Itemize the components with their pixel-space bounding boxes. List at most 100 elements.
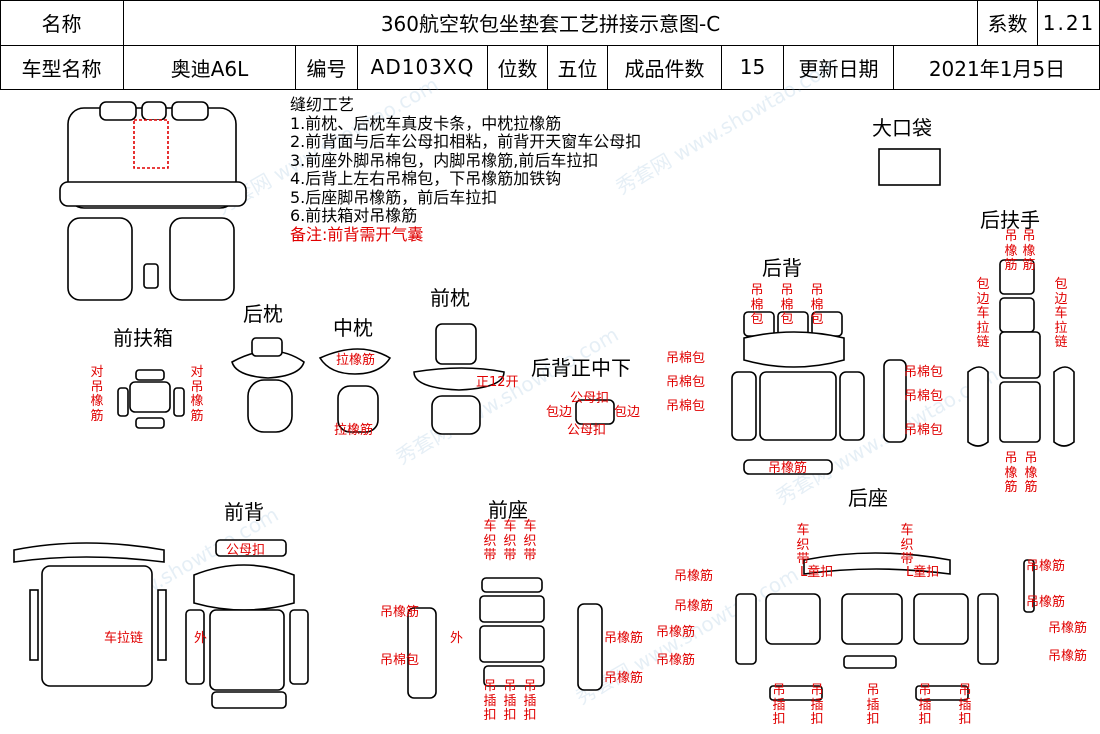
part-title-mid-pillow: 中枕 <box>333 316 373 340</box>
center-wrap-edge: 包边 <box>614 405 641 420</box>
code-label: 编号 <box>296 45 358 89</box>
center-snap: 公母扣 <box>570 391 610 406</box>
mid-pillow-pull-elastic: 拉橡筋 <box>334 423 374 438</box>
model-label: 车型名称 <box>0 45 124 89</box>
part-title-front-pillow: 前枕 <box>430 286 470 310</box>
part-title-rear-pillow: 后枕 <box>243 302 283 326</box>
rear-back-shapes <box>731 311 907 475</box>
rear-seat-hang-buckle: 吊插扣 <box>866 683 880 727</box>
front-seat-hang-elastic: 吊橡筋 <box>380 605 420 620</box>
note-remark: 备注:前背需开气囊 <box>290 224 424 244</box>
note-line: 1.前枕、后枕车真皮卡条，中枕拉橡筋 <box>290 113 562 133</box>
part-title-rear-seat: 后座 <box>848 486 888 510</box>
part-title-front-seat: 前座 <box>488 498 528 522</box>
note-line: 6.前扶箱对吊橡筋 <box>290 206 418 225</box>
seats-label: 位数 <box>488 45 548 89</box>
part-title-rear-armrest: 后扶手 <box>980 208 1040 232</box>
armrest-hang-elastic: 吊橡筋 <box>1004 229 1018 273</box>
sheet-title: 360航空软包坐垫套工艺拼接示意图-C <box>124 0 978 45</box>
note-line: 5.后座脚吊橡筋，前后车拉扣 <box>290 187 498 207</box>
rear-pillow-shapes <box>231 337 305 433</box>
rear-seat-shapes <box>735 552 1035 701</box>
rear-back-hang-cotton: 吊棉包 <box>904 423 944 438</box>
note-line: 2.前背面与后车公母扣相粘，前背开天窗车公母扣 <box>290 132 642 151</box>
date-label: 更新日期 <box>784 45 894 89</box>
rear-back-hang-cotton: 吊棉包 <box>666 399 706 414</box>
rear-seat-hang-elastic: 吊橡筋 <box>674 599 714 614</box>
rear-armrest-shapes <box>967 259 1075 447</box>
rear-seat-hang-elastic: 吊橡筋 <box>1048 649 1088 664</box>
sewing-notes: 缝纫工艺 1.前枕、后枕车真皮卡条，中枕拉橡筋 2.前背面与后车公母扣相粘，前背… <box>290 95 642 244</box>
coef-label: 系数 <box>978 0 1038 45</box>
code-value: AD103XQ <box>358 45 488 89</box>
part-title-front-back: 前背 <box>224 500 264 524</box>
note-line: 3.前座外脚吊棉包，内脚吊橡筋,前后车拉扣 <box>290 150 599 170</box>
rear-back-hang-cotton: 吊棉包 <box>750 283 764 327</box>
rear-back-hang-cotton: 吊棉包 <box>780 283 794 327</box>
rear-seat-hang-elastic: 吊橡筋 <box>1048 621 1088 636</box>
front-seat-band: 车织带 <box>503 519 517 563</box>
armrest-zip-edge: 包边车拉链 <box>976 277 990 350</box>
armrest-hang-elastic: 吊橡筋 <box>1004 451 1018 495</box>
front-seat-hang-buckle: 吊插扣 <box>523 679 537 723</box>
armrest-hang-elastic: 吊橡筋 <box>1024 451 1038 495</box>
rear-back-hang-elastic: 吊橡筋 <box>768 461 808 476</box>
front-seat-hang-buckle: 吊插扣 <box>503 679 517 723</box>
center-wrap-edge: 包边 <box>546 405 573 420</box>
rear-seat-band: 车织带 <box>900 523 914 567</box>
front-seat-band: 车织带 <box>483 519 497 563</box>
front-back-snap: 公母扣 <box>226 543 266 558</box>
rear-back-hang-cotton: 吊棉包 <box>666 351 706 366</box>
part-title-rear-back-center: 后背正中下 <box>531 356 631 380</box>
front-back-outer: 外 <box>194 631 208 646</box>
rear-back-hang-cotton: 吊棉包 <box>810 283 824 327</box>
rear-seat-hang-buckle: 吊插扣 <box>958 683 972 727</box>
mid-pillow-pull-elastic: 拉橡筋 <box>336 353 376 368</box>
front-seat-hang-cotton: 吊棉包 <box>380 653 420 668</box>
front-box-shapes <box>117 369 185 429</box>
rear-seat-hang-elastic: 吊橡筋 <box>656 625 696 640</box>
front-pillow-open: 正12开 <box>476 375 519 390</box>
front-pillow-shapes <box>413 323 505 435</box>
mid-pillow-shapes <box>318 348 392 433</box>
rear-seat-hang-buckle: 吊插扣 <box>918 683 932 727</box>
note-line: 4.后背上左右吊棉包，下吊橡筋加铁钩 <box>290 169 562 188</box>
front-seat-hang-elastic: 吊橡筋 <box>604 631 644 646</box>
rear-seat-hang-elastic: 吊橡筋 <box>1026 559 1066 574</box>
pieces-value: 15 <box>722 45 784 89</box>
rear-seat-l-buckle: L童扣 <box>800 565 834 580</box>
rear-back-hang-cotton: 吊棉包 <box>904 365 944 380</box>
front-seat-band: 车织带 <box>523 519 537 563</box>
rear-seat-band: 车织带 <box>796 523 810 567</box>
rear-back-hang-cotton: 吊棉包 <box>666 375 706 390</box>
rear-seat-l-buckle: L童扣 <box>906 565 940 580</box>
front-seat-hang-buckle: 吊插扣 <box>483 679 497 723</box>
center-snap: 公母扣 <box>567 423 607 438</box>
model-value: 奥迪A6L <box>124 45 296 89</box>
front-seat-shapes <box>407 577 603 699</box>
seat-overview-illustration <box>59 101 247 301</box>
front-back-zipper: 车拉链 <box>104 631 144 646</box>
big-bag-shape <box>878 148 941 186</box>
box-pair-hang: 对吊橡筋 <box>90 365 104 424</box>
part-title-big-bag: 大口袋 <box>872 116 932 140</box>
armrest-hang-elastic: 吊橡筋 <box>1022 229 1036 273</box>
front-seat-hang-elastic: 吊橡筋 <box>604 671 644 686</box>
box-pair-hang: 对吊橡筋 <box>190 365 204 424</box>
rear-seat-hang-elastic: 吊橡筋 <box>1026 595 1066 610</box>
armrest-zip-edge: 包边车拉链 <box>1054 277 1068 350</box>
rear-seat-hang-elastic: 吊橡筋 <box>656 653 696 668</box>
rear-back-center-shape <box>575 399 615 425</box>
header-table: 名称 360航空软包坐垫套工艺拼接示意图-C 系数 1.21 车型名称 奥迪A6… <box>0 0 1100 90</box>
notes-title: 缝纫工艺 <box>290 95 355 114</box>
rear-seat-hang-elastic: 吊橡筋 <box>674 569 714 584</box>
name-label: 名称 <box>0 0 124 45</box>
seats-value: 五位 <box>548 45 608 89</box>
coef-value: 1.21 <box>1042 10 1096 35</box>
date-value: 2021年1月5日 <box>928 56 1066 81</box>
front-seat-outer: 外 <box>450 631 464 646</box>
part-title-rear-back: 后背 <box>762 256 802 280</box>
rear-seat-hang-buckle: 吊插扣 <box>810 683 824 727</box>
